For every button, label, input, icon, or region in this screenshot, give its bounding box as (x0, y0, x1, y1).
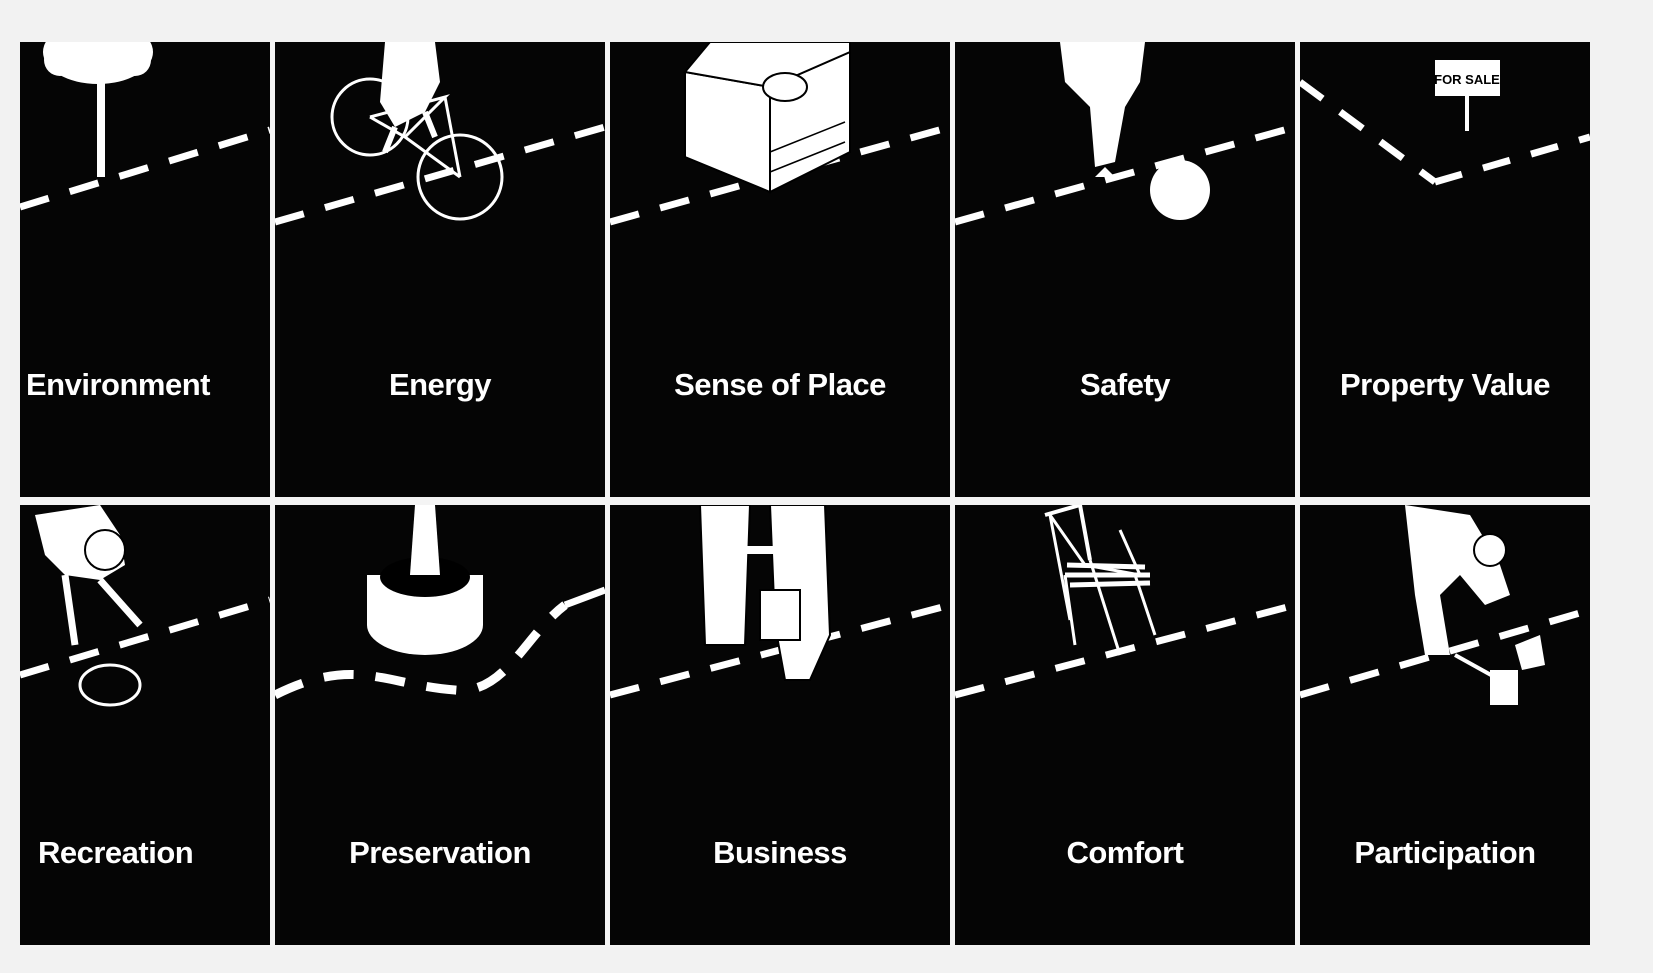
panel-recreation: Recreation (20, 505, 270, 945)
panel-label: Comfort (1066, 835, 1184, 870)
for-sale-sign-text: FOR SALE (1434, 72, 1500, 87)
illustration-grid: Environment Energy Sense of Place (20, 42, 1590, 947)
panel-label: Preservation (349, 835, 531, 870)
folding-chair-icon (955, 505, 1295, 699)
panel-label: Business (713, 835, 847, 870)
panel-label: Recreation (38, 835, 194, 870)
panel-label: Safety (1079, 367, 1171, 402)
handshake-icon (610, 505, 950, 699)
panel-business: Business (610, 505, 950, 945)
panel-property-value: FOR SALE Property Value (1300, 42, 1590, 497)
panel-label: Property Value (1339, 367, 1551, 402)
panel-label: Environment (26, 367, 210, 402)
fountain-icon (275, 505, 605, 700)
panel-environment: Environment (20, 42, 270, 497)
person-sweeping-icon (1300, 505, 1590, 705)
panel-participation: Participation (1300, 505, 1590, 945)
panel-comfort: Comfort (955, 505, 1295, 945)
for-sale-sign-icon: FOR SALE (1300, 60, 1590, 186)
panel-energy: Energy (275, 42, 605, 497)
panel-label: Sense of Place (674, 367, 886, 402)
child-hopscotch-icon (20, 505, 270, 707)
panel-sense-of-place: Sense of Place (610, 42, 950, 497)
panel-safety: Safety (955, 42, 1295, 497)
panel-label: Energy (388, 367, 492, 402)
bicycle-icon (275, 42, 605, 226)
armchair-cat-icon (610, 42, 950, 226)
panel-preservation: Preservation (275, 505, 605, 945)
child-ball-icon (955, 42, 1295, 226)
tree-icon (20, 42, 270, 211)
panel-label: Participation (1354, 835, 1536, 870)
